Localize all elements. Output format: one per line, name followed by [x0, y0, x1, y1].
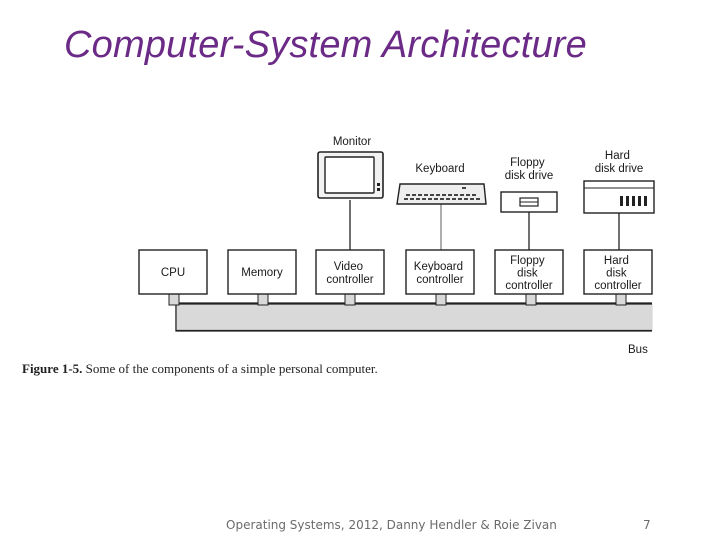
monitor-icon — [317, 151, 384, 199]
video-controller-box — [315, 249, 385, 295]
cpu-bus-connector — [168, 293, 180, 306]
slide-title: Computer-System Architecture — [64, 24, 587, 66]
hard-controller-label: Hard disk controller — [594, 255, 641, 292]
keyboard-label: Keyboard — [415, 163, 464, 175]
keyboard-controller-box — [405, 249, 475, 295]
floppy-ctrl-bus-connector — [525, 293, 537, 306]
cpu-box — [138, 249, 208, 295]
hard-drive-icon — [583, 180, 655, 214]
floppy-controller-label: Floppy disk controller — [505, 255, 552, 292]
slide-footer: Operating Systems, 2012, Danny Hendler &… — [226, 518, 557, 532]
keyboard-ctrl-bus-connector — [435, 293, 447, 306]
keyboard-controller-label: Keyboard controller — [414, 261, 466, 286]
monitor-label: Monitor — [333, 136, 372, 148]
hard-drive-label: Hard disk drive — [595, 150, 644, 175]
video-controller-label: Video controller — [326, 261, 373, 286]
cpu-label: CPU — [161, 267, 185, 279]
bus-label: Bus — [628, 344, 648, 356]
memory-label: Memory — [241, 267, 283, 279]
memory-box — [227, 249, 297, 295]
device-cables — [349, 200, 620, 250]
system-bus — [175, 302, 653, 332]
figure-number: Figure 1-5. — [22, 361, 83, 376]
hard-ctrl-bus-connector — [615, 293, 627, 306]
hard-controller-box — [583, 249, 653, 295]
video-bus-connector — [344, 293, 356, 306]
memory-bus-connector — [257, 293, 269, 306]
figure-caption: Figure 1-5. Some of the components of a … — [22, 361, 378, 377]
floppy-drive-label: Floppy disk drive — [505, 157, 554, 182]
floppy-drive-icon — [500, 191, 558, 213]
component-boxes — [138, 249, 653, 295]
floppy-controller-box — [494, 249, 564, 295]
figure-caption-text: Some of the components of a simple perso… — [82, 361, 378, 376]
page-number: 7 — [643, 518, 651, 532]
keyboard-icon — [396, 183, 487, 205]
